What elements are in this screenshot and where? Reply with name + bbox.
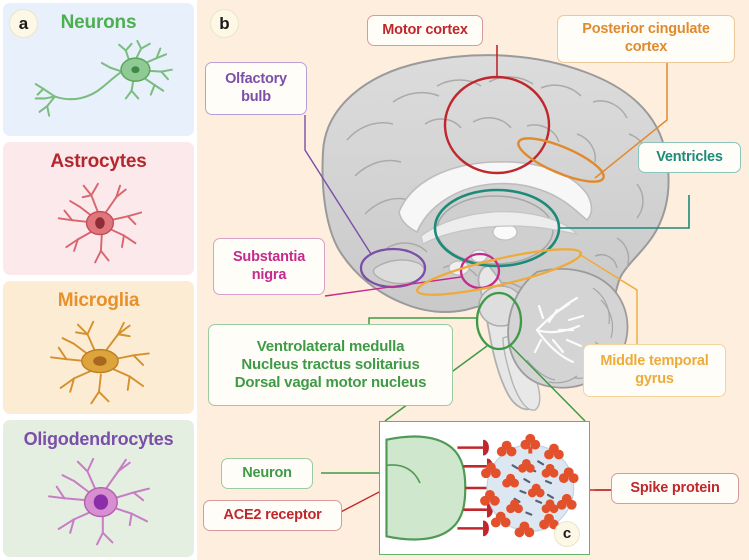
panel-label-a: a bbox=[9, 9, 38, 38]
panel-c-virus-neuron-inset: c bbox=[379, 421, 590, 555]
region-label-posterior-cingulate-cortex[interactable]: Posterior cingulate cortex bbox=[557, 15, 735, 63]
region-label-ventricles[interactable]: Ventricles bbox=[638, 142, 741, 173]
astrocyte-cell-icon bbox=[3, 178, 194, 271]
spike-proteins bbox=[480, 433, 579, 538]
virus-particle bbox=[480, 433, 579, 538]
panel-c-label-ace2-receptor[interactable]: ACE2 receptor bbox=[203, 500, 342, 531]
cell-card-label-oligodendrocytes: Oligodendrocytes bbox=[23, 429, 174, 449]
panel-a-cell-types: Neurons bbox=[0, 0, 197, 560]
cell-card-label-neurons: Neurons bbox=[60, 12, 137, 33]
oligodendrocyte-cell-icon bbox=[3, 456, 194, 553]
panel-c-label-neuron[interactable]: Neuron bbox=[221, 458, 313, 489]
cell-card-astrocytes: Astrocytes bbox=[3, 142, 194, 275]
cell-card-label-astrocytes: Astrocytes bbox=[50, 151, 147, 172]
cell-card-microglia: Microglia bbox=[3, 281, 194, 414]
neuron-cell-icon bbox=[3, 39, 194, 132]
region-label-motor-cortex[interactable]: Motor cortex bbox=[367, 15, 483, 46]
brainstem-nuclei-line-3: Dorsal vagal motor nucleus bbox=[234, 374, 427, 392]
panel-c-label-spike-protein[interactable]: Spike protein bbox=[611, 473, 739, 504]
region-label-substantia-nigra[interactable]: Substantia nigra bbox=[213, 238, 325, 295]
panel-b-brain-regions: Motor cortex Posterior cingulate cortex … bbox=[197, 0, 749, 560]
panel-label-b: b bbox=[210, 9, 239, 38]
microglia-cell-icon bbox=[3, 317, 194, 410]
brainstem-nuclei-line-2: Nucleus tractus solitarius bbox=[241, 355, 420, 373]
brainstem-nuclei-line-1: Ventrolateral medulla bbox=[256, 337, 405, 355]
region-label-middle-temporal-gyrus[interactable]: Middle temporal gyrus bbox=[583, 344, 726, 397]
region-label-brainstem-nuclei[interactable]: Ventrolateral medulla Nucleus tractus so… bbox=[208, 324, 453, 406]
cell-card-label-microglia: Microglia bbox=[57, 290, 140, 311]
region-label-olfactory-bulb[interactable]: Olfactory bulb bbox=[205, 62, 307, 115]
panel-c-illustration bbox=[385, 433, 579, 541]
cell-card-oligodendrocytes: Oligodendrocytes bbox=[3, 420, 194, 557]
panel-label-c: c bbox=[554, 521, 580, 547]
